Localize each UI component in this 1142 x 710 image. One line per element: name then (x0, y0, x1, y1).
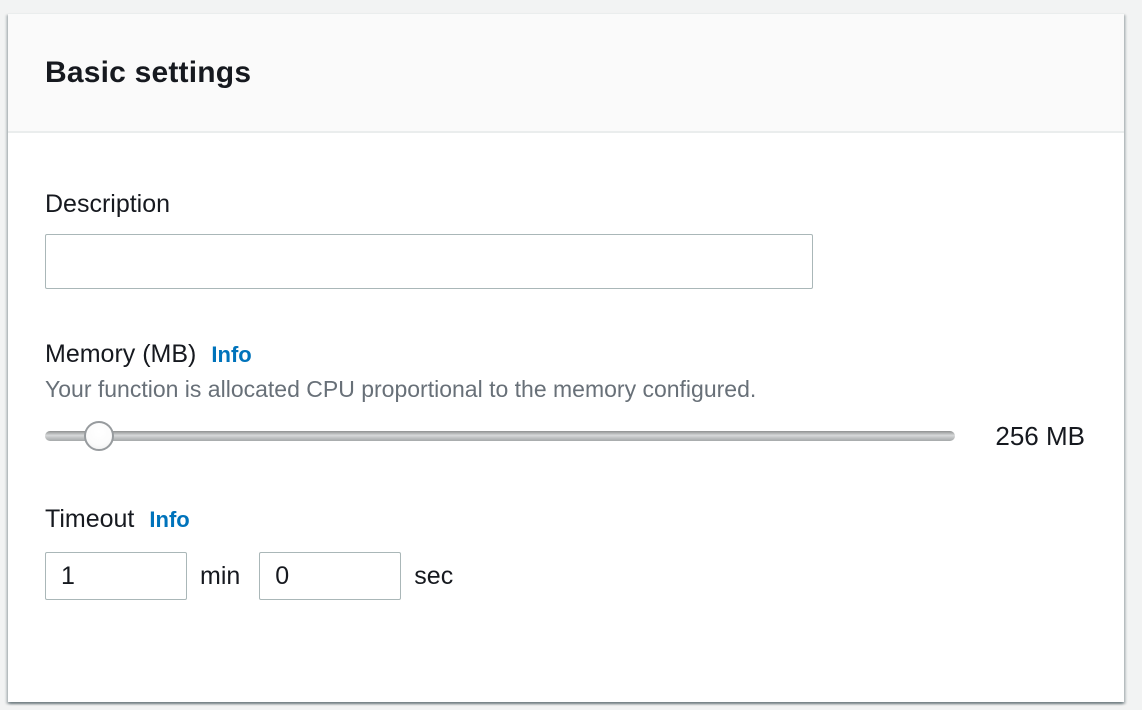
timeout-seconds-unit: sec (414, 561, 454, 590)
memory-slider[interactable] (45, 420, 955, 452)
memory-help-text: Your function is allocated CPU proportio… (45, 376, 757, 402)
timeout-inputs-row: min sec (45, 552, 1085, 600)
memory-field-group: Memory (MB) Info Your function is alloca… (45, 339, 1085, 452)
description-field-group: Description (45, 189, 1085, 289)
panel-body: Description Memory (MB) Info Your functi… (8, 189, 1124, 600)
timeout-info-link[interactable]: Info (149, 507, 190, 532)
panel-title: Basic settings (45, 55, 252, 89)
basic-settings-panel: Basic settings Description Memory (MB) I… (8, 13, 1124, 702)
slider-handle[interactable] (83, 421, 114, 451)
timeout-minutes-input[interactable] (45, 552, 187, 600)
panel-header: Basic settings (8, 14, 1124, 133)
memory-slider-row: 256 MB (45, 420, 1085, 452)
slider-track[interactable] (45, 431, 955, 441)
timeout-seconds-input[interactable] (259, 552, 402, 600)
timeout-field-group: Timeout Info min sec (45, 504, 1085, 600)
timeout-minutes-unit: min (200, 561, 241, 590)
memory-info-link[interactable]: Info (211, 342, 252, 367)
description-label: Description (45, 190, 171, 218)
timeout-label: Timeout (45, 505, 135, 533)
memory-label: Memory (MB) (45, 340, 197, 368)
description-input[interactable] (45, 234, 813, 289)
memory-value: 256 MB (995, 420, 1085, 451)
